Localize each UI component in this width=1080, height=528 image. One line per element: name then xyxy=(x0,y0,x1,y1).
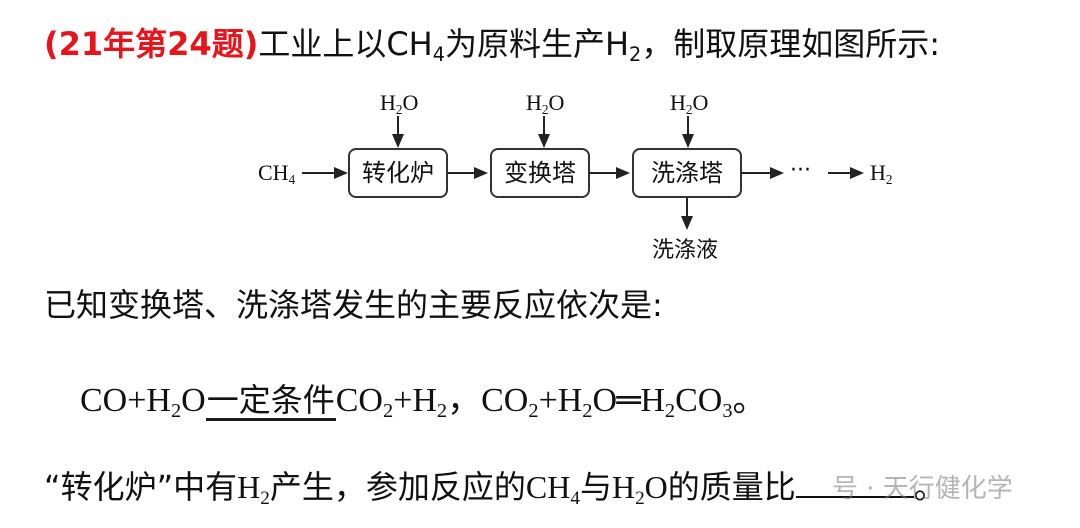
question-stem: (21年第24题)工业上以CH4为原料生产H2，制取原理如图所示: xyxy=(44,24,940,64)
product-label: H2 xyxy=(870,160,893,187)
reaction-condition: 一定条件 xyxy=(205,381,336,421)
water-arrow-1-head xyxy=(392,134,404,148)
water-input-label-1: H2O xyxy=(380,90,419,117)
question-ask: “转化炉”中有H2产生，参加反应的CH4与H2O的质量比。 xyxy=(44,466,946,509)
stem-subscript-4: 4 xyxy=(432,42,445,66)
process-flow-diagram: H2O H2O H2O CH4 转化炉 变换塔 洗涤塔 ··· H2 洗涤液 xyxy=(250,88,910,274)
reaction-equations: CO+H2O一定条件CO2+H2，CO2+H2O═H2CO3。 xyxy=(80,380,767,423)
water-arrow-3-shaft xyxy=(687,116,689,136)
arrow-3-out-shaft xyxy=(742,172,772,174)
feed-arrow-head xyxy=(334,167,348,179)
arrow-3-out-head xyxy=(770,167,784,179)
ellipsis: ··· xyxy=(790,158,811,183)
water-arrow-3-head xyxy=(682,134,694,148)
reformer-box: 转化炉 xyxy=(348,148,448,198)
water-arrow-2-shaft xyxy=(543,116,545,136)
arrow-1-2-shaft xyxy=(448,172,476,174)
watermark: 号 · 天行健化学 xyxy=(832,474,1013,504)
water-arrow-1-shaft xyxy=(397,116,399,136)
product-arrow-shaft xyxy=(828,172,852,174)
answer-blank[interactable] xyxy=(795,466,914,498)
water-arrow-2-head xyxy=(538,134,550,148)
product-arrow-head xyxy=(850,167,864,179)
eq1-part-a: CO+H xyxy=(80,382,171,419)
shift-tower-box: 变换塔 xyxy=(490,148,590,198)
known-reactions-text: 已知变换塔、洗涤塔发生的主要反应依次是: xyxy=(44,286,663,324)
question-tag: (21年第24题) xyxy=(44,25,259,63)
stem-text-a: 工业上以CH xyxy=(258,25,433,63)
feed-arrow-shaft xyxy=(302,172,336,174)
arrow-2-3-shaft xyxy=(590,172,618,174)
waste-arrow-head xyxy=(681,216,693,230)
arrow-1-2-head xyxy=(474,167,488,179)
equals-sign: ═ xyxy=(616,381,641,419)
stem-text-b: 为原料生产H xyxy=(444,25,630,63)
eq2-part-a: CO xyxy=(481,382,529,419)
water-input-label-3: H2O xyxy=(670,90,709,117)
waste-label: 洗涤液 xyxy=(652,238,719,263)
stem-subscript-2: 2 xyxy=(629,42,642,66)
water-input-label-2: H2O xyxy=(526,90,565,117)
stem-text-c: ，制取原理如图所示: xyxy=(641,25,941,63)
waste-arrow-shaft xyxy=(686,198,688,218)
scrubber-box: 洗涤塔 xyxy=(632,148,742,198)
arrow-2-3-head xyxy=(616,167,630,179)
feed-label: CH4 xyxy=(258,160,296,187)
